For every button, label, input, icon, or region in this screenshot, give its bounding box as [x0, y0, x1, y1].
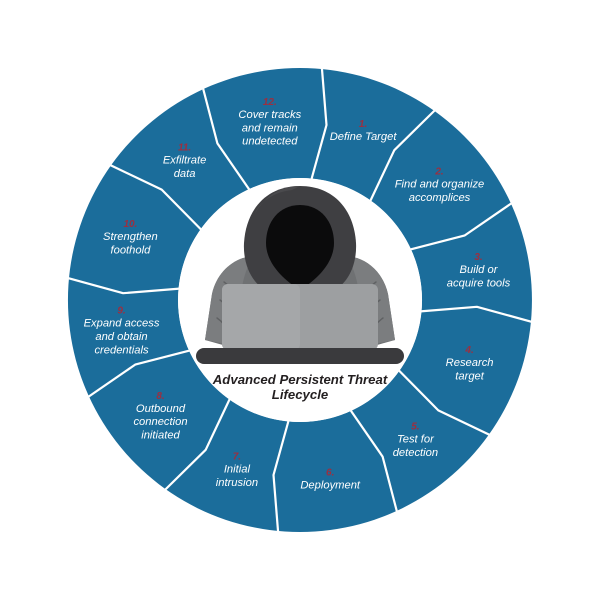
segment-label-line: Build or: [460, 264, 499, 276]
segment-number: 7.: [233, 452, 241, 463]
segment-label-line: Find and organize: [395, 179, 485, 191]
segment-label-line: intrusion: [216, 477, 258, 489]
segment-label-line: Outbound: [136, 403, 186, 415]
segment-6[interactable]: 6.Deployment: [300, 467, 361, 491]
segment-label-line: Define Target: [330, 131, 398, 143]
segment-divider: [272, 420, 290, 533]
segment-label-line: Research: [446, 357, 494, 369]
segment-number: 8.: [156, 391, 164, 402]
segment-label-line: Cover tracks: [238, 109, 301, 121]
segment-number: 9.: [117, 306, 125, 317]
segment-label-line: Initial: [224, 464, 251, 476]
segment-number: 2.: [434, 167, 443, 178]
segment-label-line: target: [455, 371, 484, 383]
segment-divider: [420, 305, 533, 323]
segment-4[interactable]: 4.Research target: [446, 345, 494, 382]
center-title-line1: Advanced Persistent Threat: [212, 372, 388, 387]
segment-divider: [164, 398, 231, 491]
segment-divider: [349, 409, 399, 513]
segment-number: 12.: [263, 97, 277, 108]
segment-number: 10.: [123, 219, 137, 230]
segment-label-line: initiated: [141, 430, 180, 442]
segment-number: 6.: [326, 467, 334, 478]
segment-divider: [67, 277, 180, 295]
ring-background: [67, 68, 532, 533]
segment-label-line: and remain: [242, 122, 298, 134]
hacker-desk-base: [196, 348, 404, 364]
segment-number: 11.: [178, 143, 191, 154]
segment-label-line: detection: [393, 447, 438, 459]
segment-label-line: undetected: [242, 136, 298, 148]
segment-label-line: Deployment: [300, 479, 361, 491]
hacker-hood-highlight: [255, 186, 300, 214]
segment-divider: [310, 67, 328, 180]
hooded-hacker-with-laptop-icon: [196, 186, 404, 364]
segment-dividers: [67, 67, 533, 533]
hacker-laptop-highlight: [222, 284, 300, 350]
hacker-face-void: [266, 205, 334, 290]
segment-label-line: Expand access: [84, 318, 160, 330]
segment-number: 5.: [411, 422, 419, 433]
segment-label-line: and obtain: [95, 331, 147, 343]
segment-label-line: Strengthen: [103, 231, 158, 243]
segment-number: 1.: [359, 119, 367, 130]
segment-label-line: Exfiltrate: [163, 155, 207, 167]
segment-label-line: data: [174, 168, 196, 180]
segment-divider: [369, 109, 436, 202]
segment-label-line: credentials: [94, 344, 149, 356]
segment-label-line: accomplices: [409, 192, 471, 204]
segment-label-line: Test for: [397, 434, 435, 446]
segment-1[interactable]: 1.Define Target: [330, 119, 398, 143]
segment-divider: [109, 164, 203, 231]
segment-label-line: acquire tools: [447, 277, 511, 289]
segment-number: 3.: [474, 252, 482, 263]
segment-divider: [397, 369, 491, 436]
segment-divider: [201, 87, 251, 191]
segment-labels: 1.Define Target 2.Find and organizeaccomp…: [84, 97, 511, 491]
center-title-line2: Lifecycle: [272, 387, 328, 402]
segment-label-line: foothold: [110, 244, 151, 256]
segment-divider: [87, 349, 191, 398]
center-title: Advanced Persistent Threat Lifecycle: [212, 372, 388, 402]
segment-divider: [409, 202, 513, 251]
segment-label-line: connection: [133, 416, 187, 428]
segment-number: 4.: [464, 345, 473, 356]
